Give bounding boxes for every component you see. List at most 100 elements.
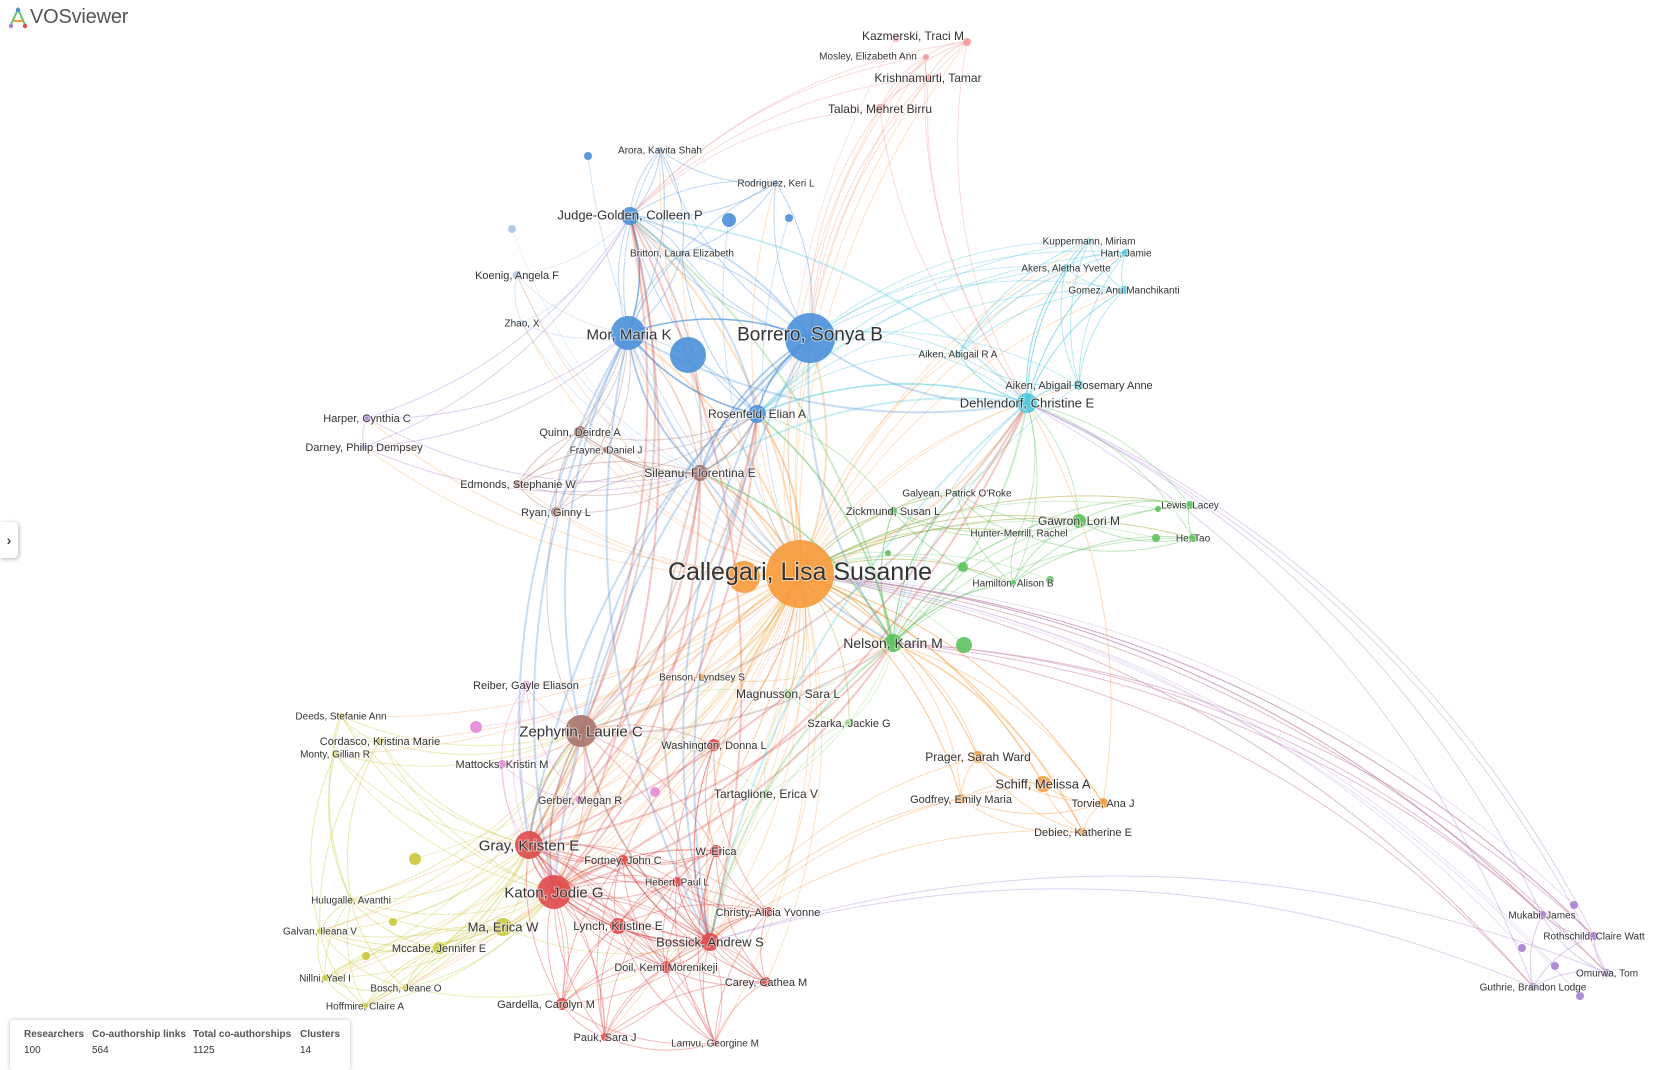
researcher-node-koenig[interactable] xyxy=(513,271,521,279)
researcher-label-ma[interactable]: Ma, Erica W xyxy=(467,919,541,936)
researcher-label-tartaglione[interactable]: Tartaglione, Erica V xyxy=(713,786,819,802)
researcher-label-callegari[interactable]: Callegari, Lisa Susanne xyxy=(667,557,933,587)
researcher-node[interactable] xyxy=(892,34,900,42)
researcher-node-krishnamurti[interactable] xyxy=(924,74,932,82)
researcher-node-britton[interactable] xyxy=(679,250,685,256)
researcher-label-bosch[interactable]: Bosch, Jeane O xyxy=(369,983,442,996)
researcher-label-mor[interactable]: Mor, Maria K xyxy=(585,325,672,344)
researcher-label-godfrey[interactable]: Godfrey, Emily Maria xyxy=(909,793,1014,807)
researcher-label-akersy[interactable]: Akers, Aletha Yvette xyxy=(1020,263,1112,276)
researcher-label-galyean[interactable]: Galyean, Patrick O'Roke xyxy=(901,488,1013,501)
researcher-label-hamilton[interactable]: Hamilton, Alison B xyxy=(971,578,1054,591)
researcher-node[interactable] xyxy=(1155,506,1161,512)
researcher-node-lewis[interactable] xyxy=(1186,501,1194,509)
researcher-label-frayne[interactable]: Frayne, Daniel J xyxy=(569,445,644,458)
researcher-node[interactable] xyxy=(584,152,592,160)
researcher-label-dehlendorf[interactable]: Dehlendorf, Christine E xyxy=(959,395,1096,412)
researcher-node-borrero[interactable] xyxy=(785,313,835,363)
researcher-node-rosenfeld[interactable] xyxy=(748,405,766,423)
researcher-node[interactable] xyxy=(885,550,891,556)
researcher-node-monty[interactable] xyxy=(332,751,338,757)
researcher-node[interactable] xyxy=(1576,992,1584,1000)
researcher-node-zephyrin[interactable] xyxy=(565,715,597,747)
researcher-node-mattocks[interactable] xyxy=(498,760,506,768)
researcher-label-mattocks[interactable]: Mattocks, Kristin M xyxy=(455,758,550,772)
researcher-label-nillni[interactable]: Nillni, Yael I xyxy=(298,973,352,986)
researcher-label-sileanu[interactable]: Sileanu, Florentina E xyxy=(643,465,756,481)
researcher-node-kuppermann[interactable] xyxy=(1086,238,1092,244)
researcher-node[interactable] xyxy=(1518,944,1526,952)
researcher-label-koenig[interactable]: Koenig, Angela F xyxy=(474,269,560,283)
researcher-node-arora[interactable] xyxy=(657,147,663,153)
researcher-node-lamvu[interactable] xyxy=(712,1040,718,1046)
researcher-node-katon[interactable] xyxy=(537,875,571,909)
researcher-node-judge[interactable] xyxy=(621,207,639,225)
researcher-label-edmonds[interactable]: Edmonds, Stephanie W xyxy=(459,478,577,492)
researcher-label-fortney[interactable]: Fortney, John C xyxy=(583,854,662,868)
researcher-label-kuppermann[interactable]: Kuppermann, Miriam xyxy=(1042,236,1137,249)
researcher-node-pauk[interactable] xyxy=(601,1033,609,1041)
researcher-label-kazmerski[interactable]: Kazmerski, Traci M xyxy=(861,28,965,44)
researcher-node-ryan[interactable] xyxy=(551,507,561,517)
researcher-label-pauk[interactable]: Pauk, Sara J xyxy=(573,1031,638,1045)
researcher-node-christy[interactable] xyxy=(763,907,773,917)
researcher-node-harper[interactable] xyxy=(363,414,371,422)
researcher-node-bosch[interactable] xyxy=(403,985,409,991)
researcher-label-zickmund[interactable]: Zickmund, Susan L xyxy=(845,505,941,519)
researcher-node-he[interactable] xyxy=(1189,534,1197,542)
researcher-label-szarka[interactable]: Szarka, Jackie G xyxy=(806,717,891,731)
researcher-node-ma[interactable] xyxy=(494,918,512,936)
researcher-node[interactable] xyxy=(956,637,972,653)
researcher-node[interactable] xyxy=(470,721,482,733)
researcher-node-nillni[interactable] xyxy=(322,975,328,981)
researcher-node-omurwa[interactable] xyxy=(1603,969,1611,977)
researcher-node-dehlendorf[interactable] xyxy=(1017,393,1037,413)
researcher-node-galvan[interactable] xyxy=(317,928,323,934)
researcher-label-lynch[interactable]: Lynch, Kristine E xyxy=(572,918,664,934)
researcher-label-krishnamurti[interactable]: Krishnamurti, Tamar xyxy=(873,70,982,86)
researcher-node-galyean[interactable] xyxy=(954,490,960,496)
researcher-label-bossick[interactable]: Bossick, Andrew S xyxy=(655,934,765,951)
researcher-label-reiber[interactable]: Reiber, Gayle Eliason xyxy=(472,679,580,693)
researcher-label-gardella[interactable]: Gardella, Carolyn M xyxy=(496,998,596,1012)
researcher-node-mosley[interactable] xyxy=(923,54,929,60)
researcher-node-aikena[interactable] xyxy=(955,351,961,357)
researcher-label-christy[interactable]: Christy, Alicia Yvonne xyxy=(715,906,822,920)
researcher-label-zhao[interactable]: Zhao, X xyxy=(503,318,540,331)
researcher-node-hamilton[interactable] xyxy=(1010,580,1016,586)
researcher-label-harper[interactable]: Harper, Cynthia C xyxy=(322,412,411,426)
researcher-node-hart[interactable] xyxy=(1122,249,1130,257)
researcher-node[interactable] xyxy=(1570,901,1578,909)
researcher-node-debiec[interactable] xyxy=(1079,828,1087,836)
researcher-label-judge[interactable]: Judge-Golden, Colleen P xyxy=(556,207,703,224)
researcher-node-sileanu[interactable] xyxy=(692,465,708,481)
researcher-node-gray[interactable] xyxy=(515,831,543,859)
researcher-label-britton[interactable]: Britton, Laura Elizabeth xyxy=(629,248,735,261)
researcher-label-he[interactable]: He, Tao xyxy=(1175,533,1212,546)
researcher-node-zickmund[interactable] xyxy=(889,507,897,515)
researcher-label-hart[interactable]: Hart, Jamie xyxy=(1099,248,1153,261)
researcher-node-carey[interactable] xyxy=(761,977,771,987)
researcher-label-rothschild[interactable]: Rothschild, Claire Watt xyxy=(1542,931,1646,944)
researcher-node-reiber[interactable] xyxy=(522,681,530,689)
researcher-label-benson[interactable]: Benson, Lyndsey S xyxy=(658,672,746,685)
researcher-node-akersy[interactable] xyxy=(1062,264,1070,272)
researcher-node[interactable] xyxy=(650,787,660,797)
researcher-node-mukabi[interactable] xyxy=(1538,911,1546,919)
researcher-node-rodriguez[interactable] xyxy=(773,180,779,186)
researcher-label-hulugalle[interactable]: Hulugalle, Avanthi xyxy=(310,895,392,908)
researcher-label-mukabi[interactable]: Mukabi, James xyxy=(1507,910,1576,923)
researcher-node[interactable] xyxy=(1046,576,1054,584)
researcher-node-gerber[interactable] xyxy=(576,796,584,804)
researcher-label-gawron[interactable]: Gawron, Lori M xyxy=(1037,513,1121,529)
researcher-label-rosenfeld[interactable]: Rosenfeld, Elian A xyxy=(707,406,807,422)
researcher-node-godfrey[interactable] xyxy=(956,794,966,804)
researcher-node-darney[interactable] xyxy=(361,444,367,450)
researcher-label-lewis[interactable]: Lewis, Lacey xyxy=(1160,500,1220,513)
researcher-label-aikena[interactable]: Aiken, Abigail R A xyxy=(918,349,999,362)
researcher-node-lynch[interactable] xyxy=(610,918,626,934)
researcher-label-quinn[interactable]: Quinn, Deirdre A xyxy=(538,426,622,440)
researcher-node[interactable] xyxy=(508,225,516,233)
researcher-label-darney[interactable]: Darney, Philip Dempsey xyxy=(304,441,424,455)
